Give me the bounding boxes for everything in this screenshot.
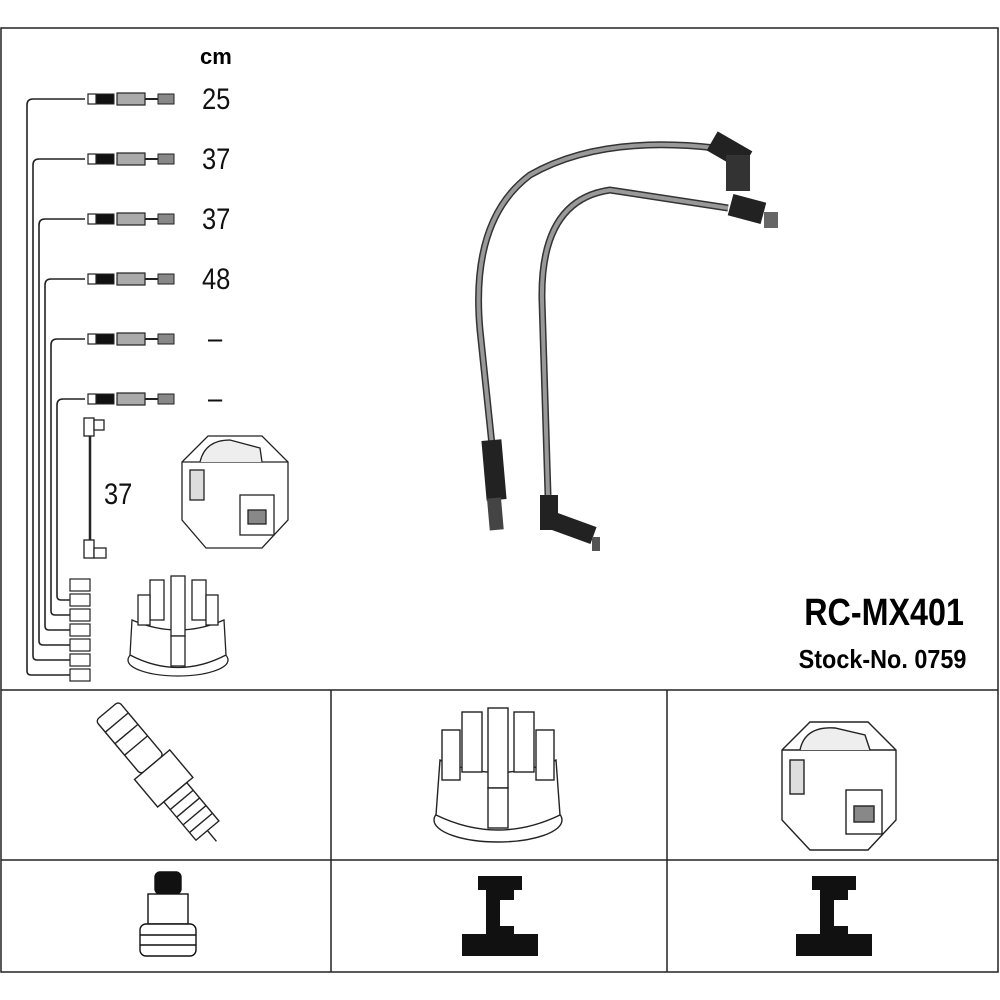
part-number: RC-MX401 bbox=[804, 592, 964, 634]
spark-plug-terminal-icon bbox=[139, 871, 197, 957]
coil-lead-length: 37 bbox=[104, 478, 133, 511]
frame bbox=[0, 27, 999, 973]
coil-lead-icon bbox=[83, 417, 107, 559]
lead-length-4: 48 bbox=[202, 263, 231, 296]
ignition-coil-icon bbox=[181, 435, 289, 549]
distributor-cap-icon bbox=[127, 575, 229, 677]
lead-connector-icon bbox=[69, 272, 175, 637]
lead-wire bbox=[50, 338, 85, 616]
lead-wire bbox=[56, 398, 85, 601]
lead-connector-icon bbox=[69, 212, 175, 652]
ignition-cable-short bbox=[538, 186, 778, 551]
ignition-cable-long bbox=[475, 131, 753, 531]
lead-connector-icon bbox=[69, 332, 175, 622]
distributor-terminal-icon bbox=[462, 876, 538, 956]
lead-connector-icon bbox=[69, 392, 175, 607]
lead-wire bbox=[44, 278, 85, 631]
lead-length-2: 37 bbox=[202, 143, 231, 176]
spark-plug-icon bbox=[96, 702, 220, 842]
unit-label: cm bbox=[200, 44, 232, 69]
lead-wire bbox=[26, 98, 85, 676]
lead-length-3: 37 bbox=[202, 203, 231, 236]
ignition-coil-large-icon bbox=[781, 721, 897, 851]
lead-length-1: 25 bbox=[202, 83, 231, 116]
lead-wire bbox=[38, 218, 85, 646]
lead-connector-icon bbox=[69, 152, 175, 667]
distributor-cap-large-icon bbox=[433, 707, 563, 843]
coil-terminal-icon bbox=[796, 876, 872, 956]
lead-connector-icon bbox=[69, 92, 175, 682]
lead-length-5: – bbox=[208, 322, 223, 355]
ignition-leads-schematic bbox=[26, 92, 175, 682]
lead-length-6: – bbox=[208, 382, 223, 415]
lead-wire bbox=[32, 158, 85, 661]
stock-number: Stock-No. 0759 bbox=[798, 644, 966, 674]
